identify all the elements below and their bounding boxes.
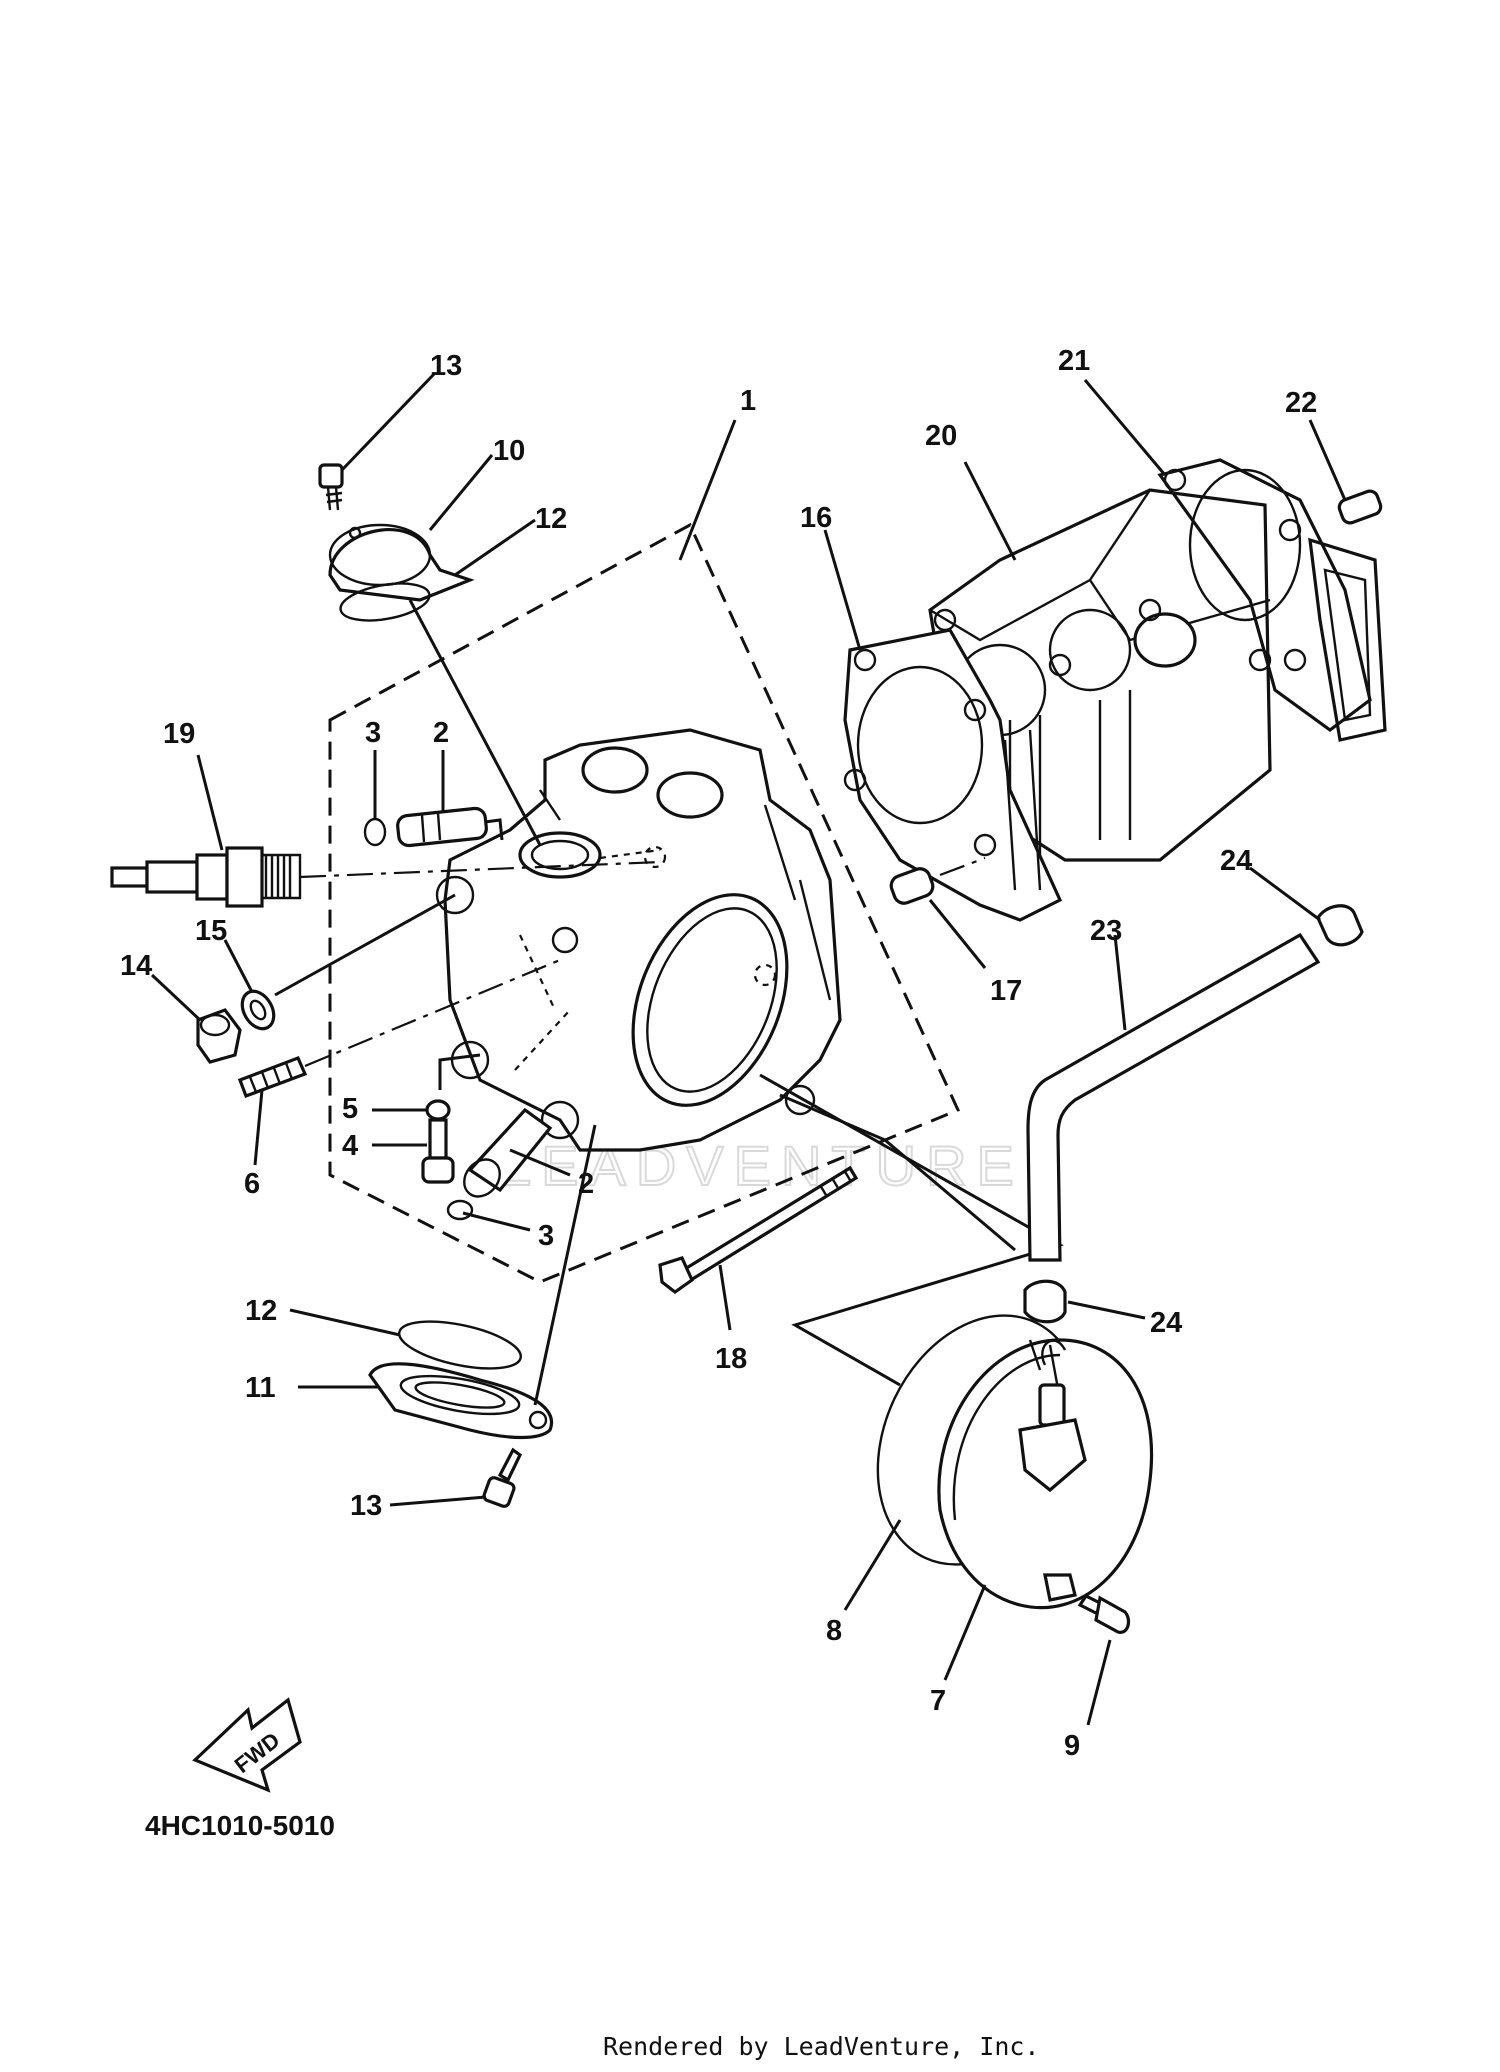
callout-5: 5 [342, 1093, 358, 1125]
water-cover-11 [368, 1362, 554, 1440]
washer-5 [425, 1099, 451, 1121]
o-ring-bottom [398, 1320, 522, 1370]
callout-labels: 1 2 2 3 3 4 5 6 7 8 9 10 11 12 12 13 13 … [120, 345, 1317, 1762]
bolt-13-bottom [482, 1447, 523, 1508]
leader-lines [150, 371, 1347, 1726]
bolt-9 [1077, 1593, 1131, 1634]
callout-19: 19 [163, 718, 195, 750]
bolt-13-top [318, 463, 344, 511]
callout-20: 20 [925, 420, 957, 452]
callout-23: 23 [1090, 915, 1122, 947]
callout-2-top: 2 [433, 717, 449, 749]
callout-7: 7 [930, 1685, 946, 1717]
callout-15: 15 [195, 915, 227, 947]
clip-3-top [363, 817, 387, 847]
callout-24-top: 24 [1220, 845, 1252, 877]
callout-6: 6 [244, 1168, 260, 1200]
dowel-pin-22 [1337, 489, 1383, 525]
callout-22: 22 [1285, 387, 1317, 419]
callout-21: 21 [1058, 345, 1090, 377]
hose-clamp-24-top [1316, 904, 1364, 947]
callout-16: 16 [800, 502, 832, 534]
clip-3-bottom [446, 1199, 474, 1221]
callout-3-top: 3 [365, 717, 381, 749]
water-pump-cover-7 [937, 1338, 1154, 1610]
callout-9: 9 [1064, 1730, 1080, 1762]
cylinder-base-gasket [843, 628, 1063, 922]
dowel-2-top [396, 806, 488, 848]
callout-12-top: 12 [535, 503, 567, 535]
stud-bolt-6 [237, 1055, 308, 1099]
callout-2-bottom: 2 [578, 1168, 594, 1200]
callout-11: 11 [245, 1372, 276, 1404]
diagram-code: 4HC1010-5010 [145, 1810, 335, 1841]
washer-15 [240, 989, 276, 1031]
water-hose-23 [1026, 932, 1321, 1262]
callout-14: 14 [120, 950, 152, 982]
hose-clamp-24-bottom [1023, 1279, 1067, 1324]
callout-10: 10 [493, 435, 525, 467]
callout-17: 17 [990, 975, 1022, 1007]
callout-13-bottom: 13 [350, 1490, 382, 1522]
callout-18: 18 [715, 1343, 747, 1375]
cylinder-assembly-outline [328, 522, 961, 1284]
callout-4: 4 [342, 1130, 358, 1162]
callout-12-bottom: 12 [245, 1295, 277, 1327]
cylinder-body [928, 488, 1272, 862]
callout-1: 1 [740, 385, 756, 417]
callout-13-top: 13 [430, 350, 462, 382]
thermostat-seat [518, 831, 602, 879]
dowel-pin-17 [889, 867, 935, 905]
callout-24-bottom: 24 [1150, 1307, 1182, 1339]
cap-nut-14 [196, 1008, 242, 1064]
render-credit: Rendered by LeadVenture, Inc. [603, 2032, 1040, 2061]
callout-3-bottom: 3 [538, 1220, 554, 1252]
thermostat-cover [328, 523, 475, 602]
forward-direction-arrow: FWD [192, 1697, 302, 1793]
through-bolt-18 [658, 1165, 859, 1294]
callout-8: 8 [826, 1615, 842, 1647]
o-ring-top [339, 582, 431, 622]
water-jacket-gasket [1308, 537, 1387, 742]
spark-plug [110, 846, 302, 908]
bolt-4 [421, 1118, 455, 1184]
